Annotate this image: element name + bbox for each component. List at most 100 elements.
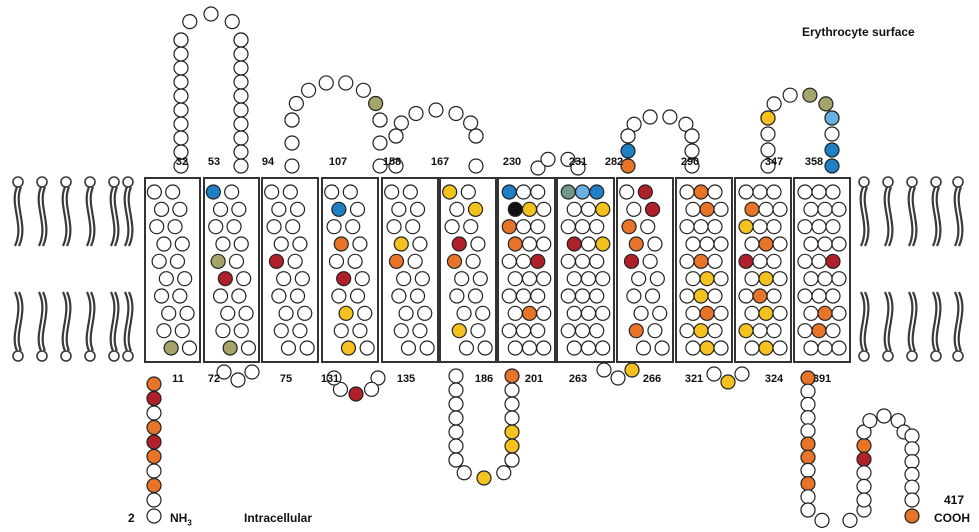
- residue-circle: [233, 158, 249, 174]
- lipid-tail: [931, 186, 938, 247]
- residue-circle: [156, 236, 172, 252]
- lipid-tail: [109, 291, 116, 352]
- residue-circle: [470, 323, 486, 339]
- residue-circle: [454, 271, 470, 287]
- residue-circle: [456, 465, 472, 481]
- residue-circle: [685, 201, 701, 217]
- residue-circle: [904, 508, 920, 524]
- residue-circle: [504, 368, 520, 384]
- residue-circle: [824, 142, 840, 158]
- residue-circle: [347, 253, 363, 269]
- residue-circle: [566, 236, 582, 252]
- residue-circle: [288, 95, 304, 112]
- residue-circle: [679, 288, 695, 304]
- lipid-head: [930, 350, 942, 362]
- residue-circle: [862, 413, 878, 429]
- residue-circle: [388, 128, 404, 144]
- residue-circle: [284, 112, 300, 128]
- residue-circle: [800, 502, 816, 518]
- residue-circle: [284, 135, 300, 151]
- residue-circle: [738, 253, 754, 269]
- residue-circle: [167, 219, 183, 235]
- residue-circle: [760, 126, 776, 142]
- residue-circle: [372, 112, 388, 128]
- n-terminus-number: 2: [128, 511, 135, 525]
- residue-number: 158: [382, 156, 402, 168]
- residue-circle: [501, 253, 517, 269]
- residue-circle: [825, 219, 841, 235]
- residue-circle: [817, 271, 833, 287]
- residue-circle: [324, 184, 340, 200]
- residue-circle: [760, 110, 776, 126]
- residue-circle: [215, 236, 231, 252]
- residue-circle: [772, 305, 788, 321]
- lipid-head: [952, 350, 964, 362]
- residue-circle: [758, 305, 774, 321]
- residue-circle: [289, 201, 306, 217]
- residue-circle: [210, 253, 226, 269]
- residue-number: 186: [474, 373, 494, 385]
- residue-circle: [391, 201, 407, 217]
- residue-circle: [504, 382, 520, 398]
- lipid-tail: [123, 291, 130, 352]
- residue-circle: [904, 454, 920, 470]
- residue-circle: [352, 323, 368, 339]
- residue-circle: [451, 323, 467, 339]
- residue-circle: [172, 201, 188, 217]
- lipid-head: [882, 176, 894, 188]
- residue-number: 135: [396, 373, 416, 385]
- residue-circle: [222, 340, 238, 356]
- residue-circle: [501, 288, 517, 304]
- lipid-head: [84, 176, 96, 188]
- residue-circle: [685, 305, 701, 321]
- residue-circle: [146, 419, 162, 436]
- residue-circle: [713, 236, 729, 252]
- residue-circle: [501, 219, 517, 235]
- lipid-tail: [61, 291, 68, 352]
- residue-number: 75: [279, 373, 293, 385]
- residue-circle: [273, 236, 289, 252]
- residue-circle: [817, 201, 833, 217]
- residue-circle: [271, 201, 287, 217]
- residue-circle: [174, 323, 190, 339]
- residue-circle: [287, 253, 303, 269]
- residue-circle: [205, 184, 221, 200]
- residue-circle: [233, 144, 249, 160]
- lipid-tail: [13, 291, 20, 352]
- residue-circle: [414, 271, 430, 287]
- residue-circle: [507, 236, 523, 252]
- lipid-tail: [957, 186, 964, 247]
- residue-circle: [831, 271, 847, 287]
- residue-circle: [233, 116, 249, 132]
- residue-circle: [345, 219, 361, 235]
- residue-circle: [370, 370, 386, 386]
- residue-circle: [300, 82, 317, 98]
- residue-circle: [349, 288, 366, 304]
- residue-circle: [240, 340, 257, 356]
- residue-circle: [596, 362, 612, 378]
- residue-circle: [326, 370, 342, 386]
- residue-number: 131: [320, 373, 340, 385]
- residue-circle: [521, 271, 538, 287]
- residue-circle: [284, 158, 300, 174]
- residue-circle: [580, 271, 597, 287]
- residue-circle: [803, 271, 819, 287]
- residue-circle: [738, 219, 754, 235]
- residue-circle: [817, 305, 833, 321]
- residue-circle: [744, 201, 760, 217]
- residue-circle: [758, 201, 774, 217]
- residue-circle: [338, 305, 354, 321]
- residue-circle: [216, 364, 232, 380]
- residue-circle: [448, 438, 464, 454]
- residue-circle: [876, 408, 892, 424]
- lipid-tail: [17, 291, 24, 352]
- residue-circle: [825, 253, 841, 269]
- residue-circle: [224, 14, 240, 30]
- lipid-tail: [17, 186, 24, 247]
- residue-circle: [417, 305, 433, 321]
- lipid-tail: [37, 291, 44, 352]
- residue-circle: [811, 219, 827, 235]
- residue-circle: [515, 323, 532, 339]
- residue-circle: [212, 288, 229, 304]
- lipid-tail: [859, 291, 866, 352]
